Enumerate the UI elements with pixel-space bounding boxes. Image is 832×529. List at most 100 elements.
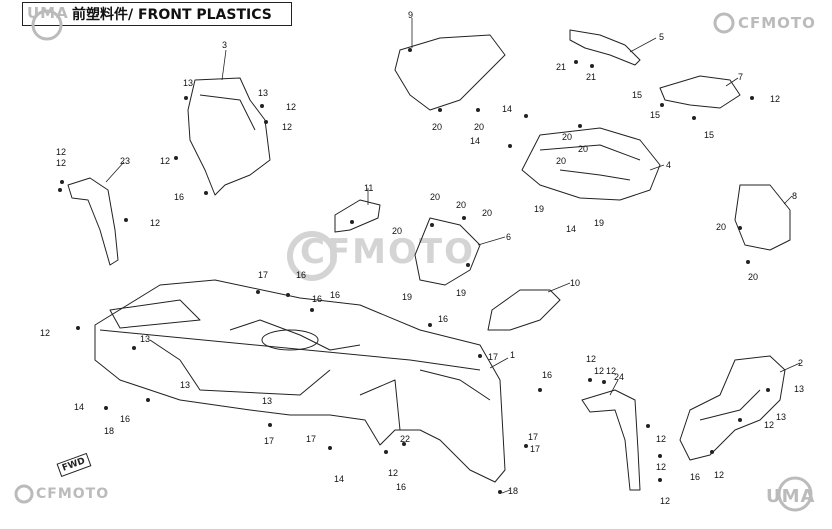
- svg-text:19: 19: [534, 204, 544, 214]
- svg-text:13: 13: [180, 380, 190, 390]
- svg-text:13: 13: [776, 412, 786, 422]
- svg-text:16: 16: [690, 472, 700, 482]
- callout-4: 4: [666, 160, 671, 170]
- cfmoto-logo-top: CFMOTO: [738, 14, 816, 32]
- svg-text:17: 17: [528, 432, 538, 442]
- svg-text:16: 16: [174, 192, 184, 202]
- svg-text:15: 15: [650, 110, 660, 120]
- svg-text:12: 12: [656, 434, 666, 444]
- svg-text:12: 12: [388, 468, 398, 478]
- svg-text:16: 16: [396, 482, 406, 492]
- svg-text:17: 17: [306, 434, 316, 444]
- svg-text:20: 20: [392, 226, 402, 236]
- svg-text:16: 16: [438, 314, 448, 324]
- svg-text:17: 17: [488, 352, 498, 362]
- svg-text:20: 20: [456, 200, 466, 210]
- svg-text:17: 17: [258, 270, 268, 280]
- svg-text:12: 12: [160, 156, 170, 166]
- svg-text:12: 12: [770, 94, 780, 104]
- svg-text:19: 19: [456, 288, 466, 298]
- part-9-upper-cover: [394, 34, 506, 111]
- part-4-console: [521, 127, 661, 201]
- cfmoto-logo-ring-bottom: [14, 484, 34, 504]
- svg-text:13: 13: [183, 78, 193, 88]
- callout-10: 10: [570, 278, 580, 288]
- svg-text:16: 16: [296, 270, 306, 280]
- fasteners: [58, 48, 770, 494]
- svg-text:12: 12: [764, 420, 774, 430]
- part-1-front-fender: [94, 279, 506, 483]
- svg-text:20: 20: [578, 144, 588, 154]
- part-7-small-cover: [659, 75, 741, 109]
- svg-text:12: 12: [586, 354, 596, 364]
- svg-text:12: 12: [40, 328, 50, 338]
- svg-text:20: 20: [482, 208, 492, 218]
- callout-24: 24: [614, 372, 624, 382]
- part-10-small-panel: [487, 289, 561, 331]
- page-title: 前塑料件/ FRONT PLASTICS: [72, 7, 272, 23]
- callout-11: 11: [364, 183, 373, 193]
- callout-1: 1: [510, 350, 515, 360]
- svg-text:12: 12: [286, 102, 296, 112]
- callout-6: 6: [506, 232, 511, 242]
- svg-text:13: 13: [258, 88, 268, 98]
- part-6-headlight-cover: [414, 217, 481, 286]
- svg-text:20: 20: [430, 192, 440, 202]
- svg-text:12: 12: [282, 122, 292, 132]
- callout-7: 7: [738, 72, 743, 82]
- callout-3: 3: [222, 40, 227, 50]
- part-23-left-strip: [67, 177, 119, 266]
- uma-logo-ring-bottom: [777, 476, 813, 512]
- uma-logo-ring-top: [31, 9, 63, 41]
- part-11-small-bracket: [334, 199, 381, 233]
- svg-text:13: 13: [794, 384, 804, 394]
- svg-text:14: 14: [502, 104, 512, 114]
- callout-2: 2: [798, 358, 803, 368]
- svg-text:20: 20: [474, 122, 484, 132]
- svg-text:21: 21: [586, 72, 596, 82]
- svg-text:12: 12: [594, 366, 604, 376]
- part-5-top-cover: [569, 29, 641, 66]
- callout-8: 8: [792, 191, 797, 201]
- svg-text:14: 14: [470, 136, 480, 146]
- part-24-right-strip: [581, 389, 641, 491]
- svg-text:16: 16: [330, 290, 340, 300]
- svg-text:12: 12: [656, 462, 666, 472]
- svg-text:12: 12: [660, 496, 670, 506]
- svg-text:16: 16: [542, 370, 552, 380]
- svg-text:21: 21: [556, 62, 566, 72]
- callout-5: 5: [659, 32, 664, 42]
- svg-text:14: 14: [74, 402, 84, 412]
- svg-text:15: 15: [632, 90, 642, 100]
- svg-text:20: 20: [556, 156, 566, 166]
- callout-23: 23: [120, 156, 130, 166]
- callout-9: 9: [408, 10, 413, 20]
- cfmoto-logo-bottom: CFMOTO: [36, 486, 110, 502]
- leader-lines: [105, 18, 801, 494]
- svg-text:15: 15: [704, 130, 714, 140]
- svg-text:19: 19: [402, 292, 412, 302]
- svg-text:12: 12: [56, 158, 66, 168]
- svg-text:14: 14: [334, 474, 344, 484]
- svg-text:17: 17: [530, 444, 540, 454]
- callout-labels: 1 2 3 4 5 6 7 8 9 10 11 23 24 18 18 13 13…: [40, 10, 804, 506]
- svg-text:13: 13: [262, 396, 272, 406]
- callout-18: 18: [508, 486, 518, 496]
- svg-text:20: 20: [748, 272, 758, 282]
- svg-text:12: 12: [714, 470, 724, 480]
- watermark-ring: [287, 231, 337, 281]
- svg-text:12: 12: [150, 218, 160, 228]
- callout-18b: 18: [104, 426, 114, 436]
- title-box: UMA: [22, 2, 292, 26]
- svg-text:16: 16: [312, 294, 322, 304]
- cfmoto-logo-ring-top: [713, 12, 735, 34]
- svg-text:19: 19: [594, 218, 604, 228]
- svg-text:16: 16: [120, 414, 130, 424]
- svg-text:14: 14: [566, 224, 576, 234]
- svg-text:17: 17: [264, 436, 274, 446]
- svg-text:12: 12: [56, 147, 66, 157]
- svg-text:20: 20: [432, 122, 442, 132]
- svg-text:13: 13: [140, 334, 150, 344]
